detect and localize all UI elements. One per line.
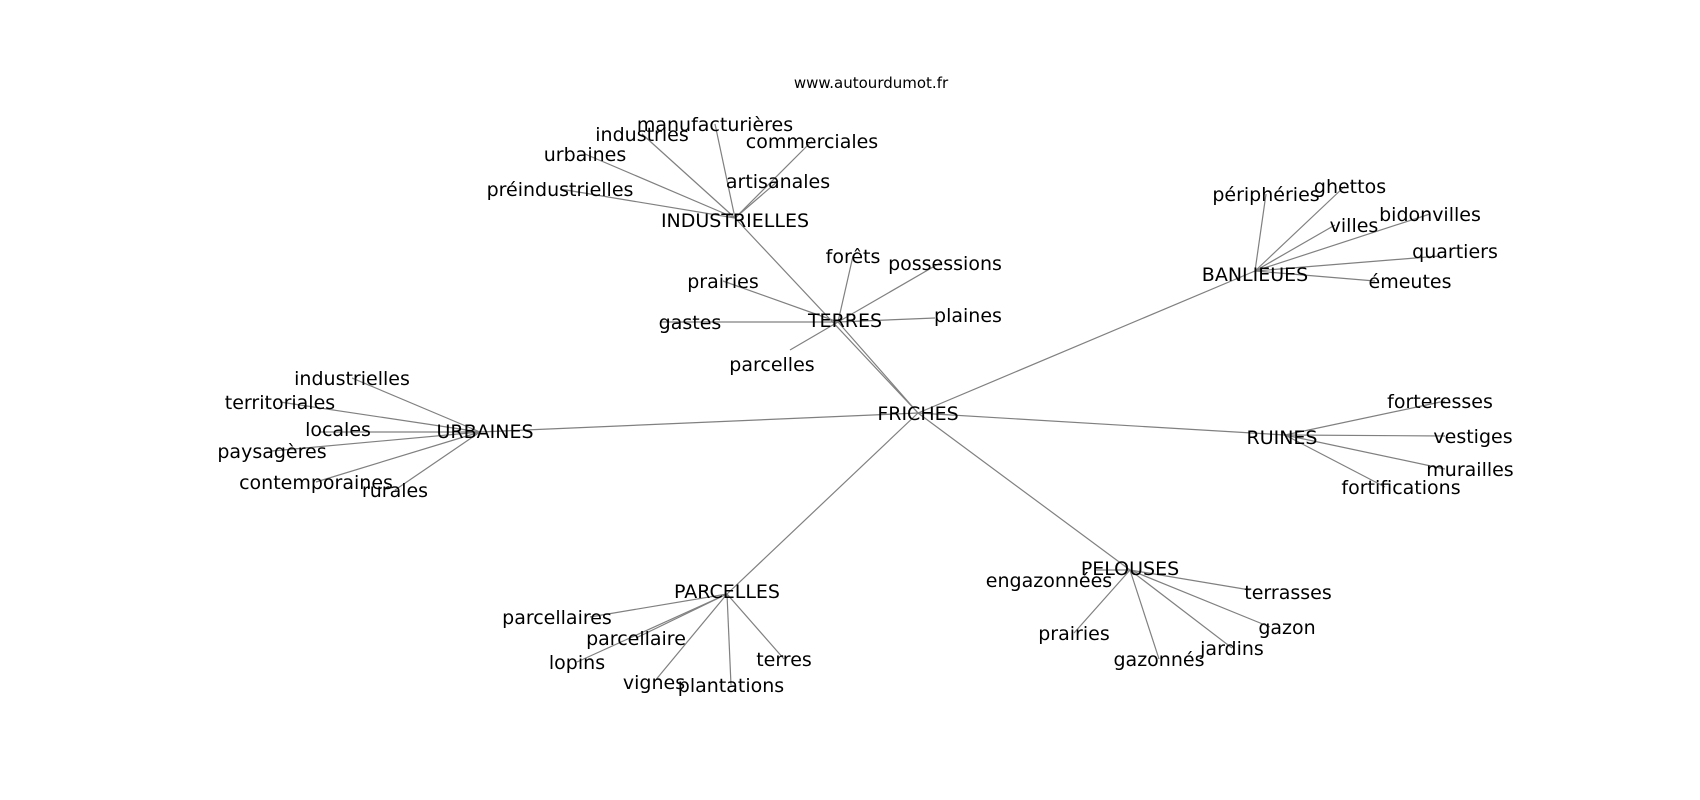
edge-center-hub — [837, 321, 919, 414]
edge-hub-leaf — [1254, 193, 1267, 272]
edge-center-hub — [917, 412, 1131, 571]
edge-center-hub — [734, 217, 919, 414]
hub-node: PARCELLES — [674, 581, 780, 603]
leaf-node: plaines — [934, 305, 1002, 327]
edge-hub-leaf — [1254, 270, 1376, 282]
graph-edges — [271, 123, 1446, 686]
hub-node: TERRES — [807, 310, 882, 332]
edge-hub-leaf — [1254, 185, 1346, 272]
leaf-node: gazon — [1258, 617, 1315, 639]
leaf-node: vestiges — [1433, 426, 1512, 448]
edge-hub-leaf — [1073, 569, 1131, 634]
edge-center-hub — [917, 412, 1286, 436]
leaf-node: bidonvilles — [1379, 204, 1481, 226]
edge-hub-leaf — [1284, 400, 1446, 436]
edge-hub-leaf — [351, 377, 481, 433]
edge-center-hub — [726, 412, 919, 595]
leaf-node: périphéries — [1212, 184, 1319, 206]
edge-hub-leaf — [653, 593, 728, 683]
edge-hub-leaf — [722, 280, 839, 323]
leaf-node: manufacturières — [637, 114, 793, 136]
edge-hub-leaf — [1129, 569, 1233, 649]
edge-hub-leaf — [734, 180, 779, 219]
leaf-node: quartiers — [1412, 241, 1498, 263]
graph-labels: FRICHESINDUSTRIELLESmanufacturièresindus… — [217, 114, 1513, 697]
leaf-node: gazonnés — [1114, 649, 1205, 671]
edge-hub-leaf — [1284, 434, 1386, 488]
leaf-node: émeutes — [1369, 271, 1452, 293]
leaf-node: parcellaire — [586, 628, 686, 650]
leaf-node: locales — [305, 419, 371, 441]
edge-center-hub — [479, 412, 919, 433]
edge-hub-leaf — [589, 593, 728, 618]
edge-hub-leaf — [714, 123, 736, 219]
edge-hub-leaf — [394, 431, 481, 491]
leaf-node: rurales — [362, 480, 428, 502]
leaf-node: forteresses — [1387, 391, 1493, 413]
leaf-node: terrasses — [1244, 582, 1331, 604]
edge-hub-leaf — [837, 255, 854, 323]
leaf-node: gastes — [659, 312, 722, 334]
leaf-node: villes — [1330, 215, 1379, 237]
edge-hub-leaf — [726, 593, 785, 660]
edge-hub-leaf — [1254, 213, 1431, 272]
edge-hub-leaf — [279, 401, 481, 433]
leaf-node: jardins — [1199, 638, 1264, 660]
leaf-node: urbaines — [544, 144, 626, 166]
edge-hub-leaf — [1284, 434, 1446, 437]
leaf-node: contemporaines — [239, 472, 393, 494]
hub-node: BANLIEUES — [1202, 264, 1308, 286]
leaf-node: parcelles — [729, 354, 814, 376]
edge-hub-leaf — [837, 317, 936, 323]
leaf-node: territoriales — [225, 392, 335, 414]
edge-hub-leaf — [271, 431, 481, 452]
edge-hub-leaf — [1129, 569, 1271, 628]
leaf-node: prairies — [687, 271, 758, 293]
leaf-node: artisanales — [726, 171, 830, 193]
edge-hub-leaf — [559, 188, 736, 219]
leaf-node: commerciales — [746, 131, 878, 153]
leaf-node: prairies — [1038, 623, 1109, 645]
edge-center-hub — [917, 270, 1256, 414]
edge-hub-leaf — [1284, 434, 1446, 470]
edge-hub-leaf — [726, 593, 732, 686]
edge-hub-leaf — [837, 262, 941, 323]
hub-node: URBAINES — [436, 421, 533, 443]
edge-hub-leaf — [584, 153, 736, 219]
edge-hub-leaf — [576, 593, 728, 663]
edge-hub-leaf — [641, 133, 736, 219]
leaf-node: parcellaires — [502, 607, 612, 629]
edge-hub-leaf — [734, 140, 813, 219]
leaf-node: fortifications — [1341, 477, 1460, 499]
leaf-node: terres — [756, 649, 812, 671]
leaf-node: murailles — [1426, 459, 1513, 481]
leaf-node: vignes — [623, 672, 685, 694]
edge-hub-leaf — [1254, 224, 1336, 272]
edge-hub-leaf — [789, 321, 839, 351]
leaf-node: possessions — [888, 253, 1002, 275]
leaf-node: forêts — [826, 246, 881, 268]
leaf-node: industries — [595, 124, 688, 146]
center-node: FRICHES — [877, 403, 958, 425]
leaf-node: industrielles — [294, 368, 410, 390]
edge-hub-leaf — [1129, 569, 1251, 591]
leaf-node: ghettos — [1314, 176, 1386, 198]
hub-node: PELOUSES — [1081, 558, 1179, 580]
leaf-node: engazonnées — [986, 570, 1112, 592]
edge-hub-leaf — [1254, 255, 1441, 272]
edge-hub-leaf — [1129, 569, 1160, 660]
leaf-node: lopins — [549, 652, 605, 674]
hub-node: INDUSTRIELLES — [661, 210, 809, 232]
leaf-node: paysagères — [217, 441, 326, 463]
leaf-node: plantations — [678, 675, 784, 697]
hub-node: RUINES — [1247, 427, 1318, 449]
source-text: www.autourdumot.fr — [794, 74, 949, 92]
leaf-node: préindustrielles — [487, 179, 634, 201]
edge-hub-leaf — [315, 431, 481, 483]
